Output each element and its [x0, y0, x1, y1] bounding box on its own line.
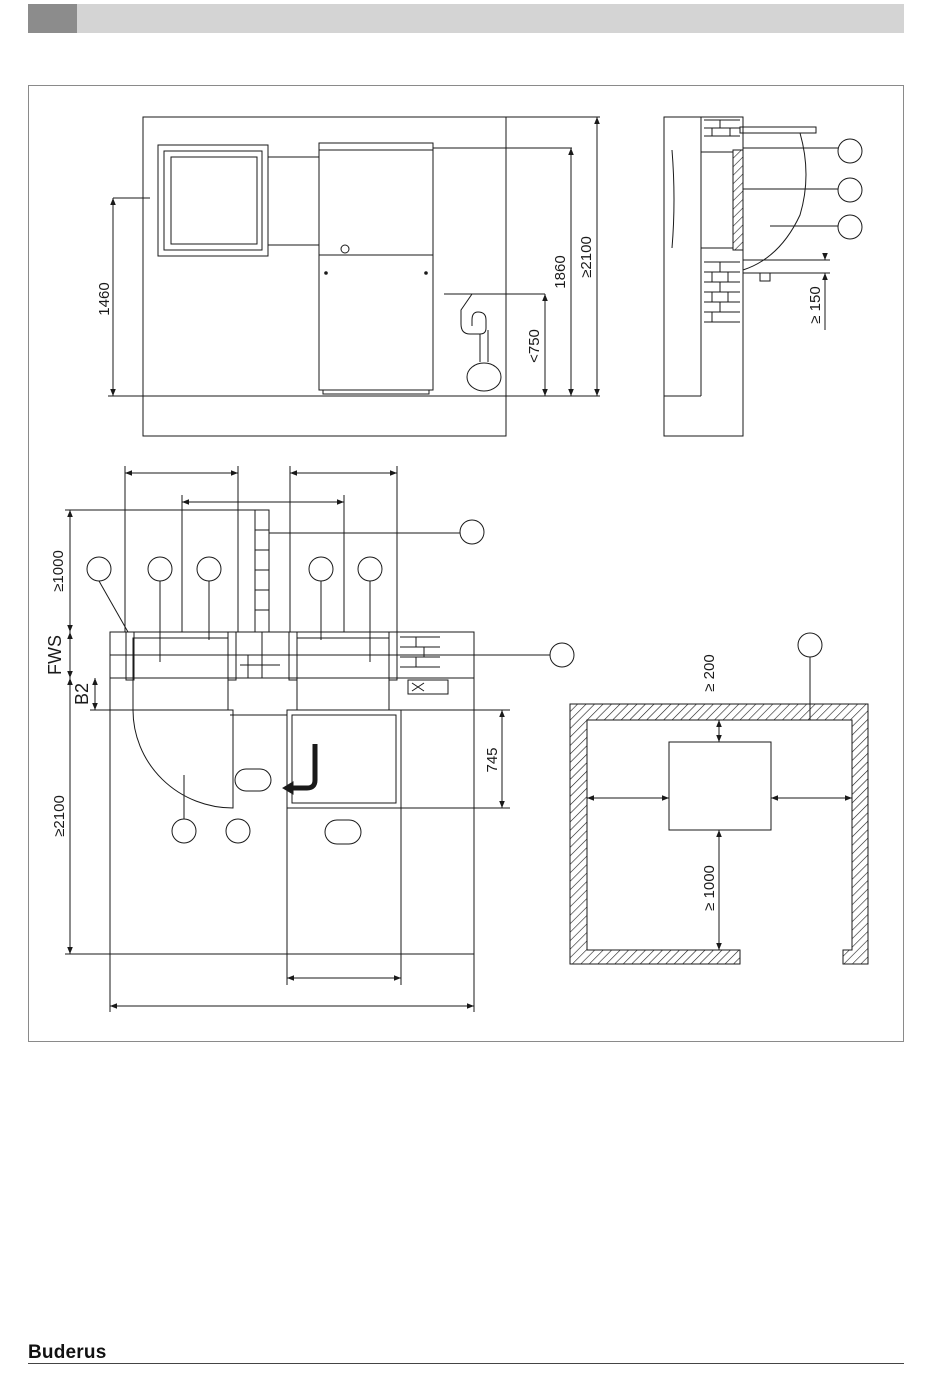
side-wall-unit — [733, 150, 743, 250]
callout-plan-2 — [87, 557, 111, 581]
dim-1460: 1460 — [96, 282, 113, 315]
plan-unit-right — [297, 638, 389, 710]
callout-1 — [838, 139, 862, 163]
chimney — [255, 510, 269, 632]
callout-3 — [838, 215, 862, 239]
wall-unit-outer — [158, 145, 268, 256]
callout-plan-4 — [197, 557, 221, 581]
boiler-body — [319, 143, 433, 390]
wall-unit-middle — [164, 151, 262, 250]
plan-boiler — [287, 710, 401, 808]
plan-valve — [408, 680, 448, 694]
boiler-indicator — [341, 245, 349, 253]
callout-plan-9 — [226, 819, 250, 843]
plan-fitting-right — [325, 820, 361, 844]
room-view — [570, 633, 868, 964]
callout-plan-6 — [358, 557, 382, 581]
dim-1860: 1860 — [552, 255, 569, 288]
side-cover — [740, 127, 816, 133]
side-wall-outline — [664, 117, 743, 436]
dim-top-clearance: ≥ 200 — [701, 654, 718, 691]
callout-room-1 — [798, 633, 822, 657]
drain-funnel — [444, 294, 486, 334]
label-b2: B2 — [72, 683, 92, 705]
callout-plan-1 — [460, 520, 484, 544]
wall-unit-inner — [171, 157, 257, 244]
dim-room-front-clearance: ≥ 1000 — [701, 865, 718, 911]
callout-plan-3 — [148, 557, 172, 581]
side-view — [664, 117, 862, 436]
plan-view — [65, 466, 574, 1012]
room-boiler — [669, 742, 771, 830]
dim-floor-gap: ≥ 150 — [807, 286, 824, 323]
buderus-logo: Buderus — [28, 1342, 106, 1364]
connection-duct — [268, 157, 319, 245]
plan-unit-left — [133, 638, 228, 710]
door-swing — [133, 710, 233, 808]
dim-wall-clearance: ≥1000 — [50, 550, 67, 592]
label-fws: FWS — [45, 635, 65, 675]
callout-plan-7 — [550, 643, 574, 667]
dim-front-clearance: ≥2100 — [51, 795, 68, 837]
plan-fitting-left — [235, 769, 271, 791]
callout-plan-5 — [309, 557, 333, 581]
dim-room-height: ≥2100 — [578, 236, 595, 278]
front-wall-outline — [143, 117, 506, 436]
front-view — [108, 117, 600, 436]
footer-line — [28, 1363, 904, 1364]
callout-plan-8 — [172, 819, 196, 843]
drain-tank — [467, 363, 501, 391]
dim-depth-745: 745 — [484, 747, 501, 772]
callout-2 — [838, 178, 862, 202]
dim-drain: <750 — [526, 329, 543, 363]
